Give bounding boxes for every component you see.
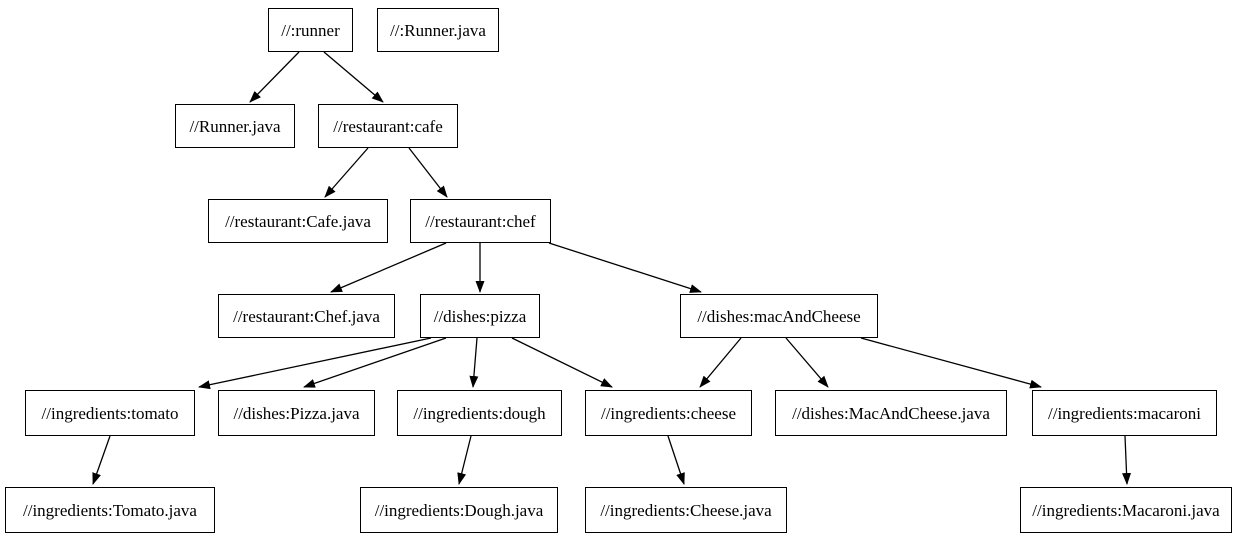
edge-pizza-to-tomato xyxy=(198,337,432,390)
node-dough-java: //ingredients:Dough.java xyxy=(360,487,558,533)
edge-dough-to-dough-java xyxy=(457,435,472,485)
edge-runner-to-cafe xyxy=(323,51,384,103)
node-mac-and-cheese-java: //dishes:MacAndCheese.java xyxy=(775,390,1007,436)
node-macaroni-java: //ingredients:Macaroni.java xyxy=(1020,487,1232,533)
edge-runner-to-runner-java xyxy=(249,51,300,103)
edge-chef-to-mac-and-cheese xyxy=(548,242,702,293)
node-runner-java-root: //:Runner.java xyxy=(377,8,499,52)
edge-mac-and-cheese-to-macaroni xyxy=(860,337,1042,389)
edge-macaroni-to-macaroni-java xyxy=(1122,435,1132,485)
edge-mac-and-cheese-to-cheese xyxy=(699,337,742,388)
edge-cheese-to-cheese-java xyxy=(667,435,685,485)
edge-pizza-to-cheese xyxy=(511,337,613,388)
node-chef: //restaurant:chef xyxy=(410,199,551,243)
node-cafe: //restaurant:cafe xyxy=(318,104,458,148)
node-dough: //ingredients:dough xyxy=(397,390,562,436)
node-cheese-java: //ingredients:Cheese.java xyxy=(585,487,787,533)
edge-pizza-to-pizza-java xyxy=(303,337,447,388)
edge-pizza-to-dough xyxy=(469,337,479,388)
node-mac-and-cheese: //dishes:macAndCheese xyxy=(680,294,878,338)
node-macaroni: //ingredients:macaroni xyxy=(1032,390,1217,436)
node-runner-java: //Runner.java xyxy=(175,104,295,148)
edge-mac-and-cheese-to-mac-and-cheese-java xyxy=(785,337,829,388)
edge-chef-to-chef-java xyxy=(330,242,447,293)
node-pizza: //dishes:pizza xyxy=(420,294,540,338)
node-chef-java: //restaurant:Chef.java xyxy=(218,294,395,338)
node-cheese: //ingredients:cheese xyxy=(585,390,752,436)
edge-cafe-to-chef xyxy=(408,147,448,198)
node-tomato-java: //ingredients:Tomato.java xyxy=(5,487,215,533)
node-tomato: //ingredients:tomato xyxy=(25,390,195,436)
edge-tomato-to-tomato-java xyxy=(92,435,111,485)
node-runner: //:runner xyxy=(268,8,353,52)
edge-cafe-to-cafe-java xyxy=(324,147,369,198)
node-cafe-java: //restaurant:Cafe.java xyxy=(208,199,388,243)
node-pizza-java: //dishes:Pizza.java xyxy=(218,390,375,436)
